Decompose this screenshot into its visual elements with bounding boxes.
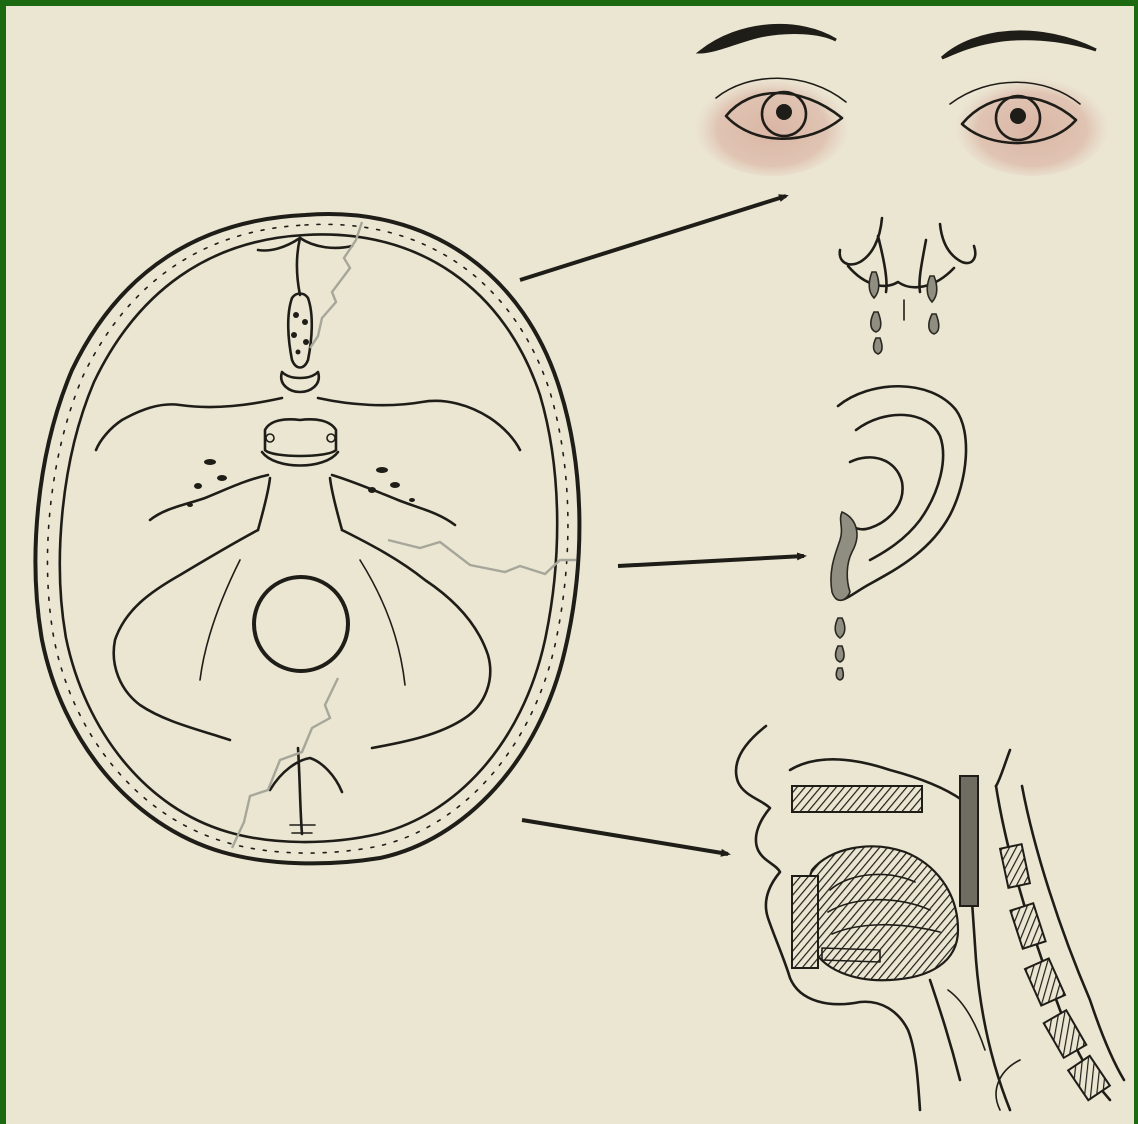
- pupil-left: [776, 104, 792, 120]
- hard-palate: [792, 786, 922, 812]
- mandible: [792, 876, 818, 968]
- pupil-right: [1010, 108, 1026, 124]
- figure-canvas: [6, 6, 1134, 1124]
- nose-drop-left-2: [871, 312, 881, 332]
- nose-drop-right-1: [927, 276, 937, 302]
- ear-drop-3: [836, 668, 843, 680]
- anatomy-diagram: [6, 6, 1134, 1124]
- pharyngeal-fluid: [960, 776, 978, 906]
- nose-drop-left-3: [874, 338, 883, 354]
- bruise-left: [694, 72, 850, 176]
- nose-drop-left-1: [869, 272, 879, 298]
- bruise-right: [954, 72, 1110, 176]
- ear-drop-1: [835, 618, 845, 638]
- paper-background: [6, 6, 1134, 1124]
- ear-drop-2: [836, 646, 845, 662]
- nose-drop-right-2: [929, 314, 939, 334]
